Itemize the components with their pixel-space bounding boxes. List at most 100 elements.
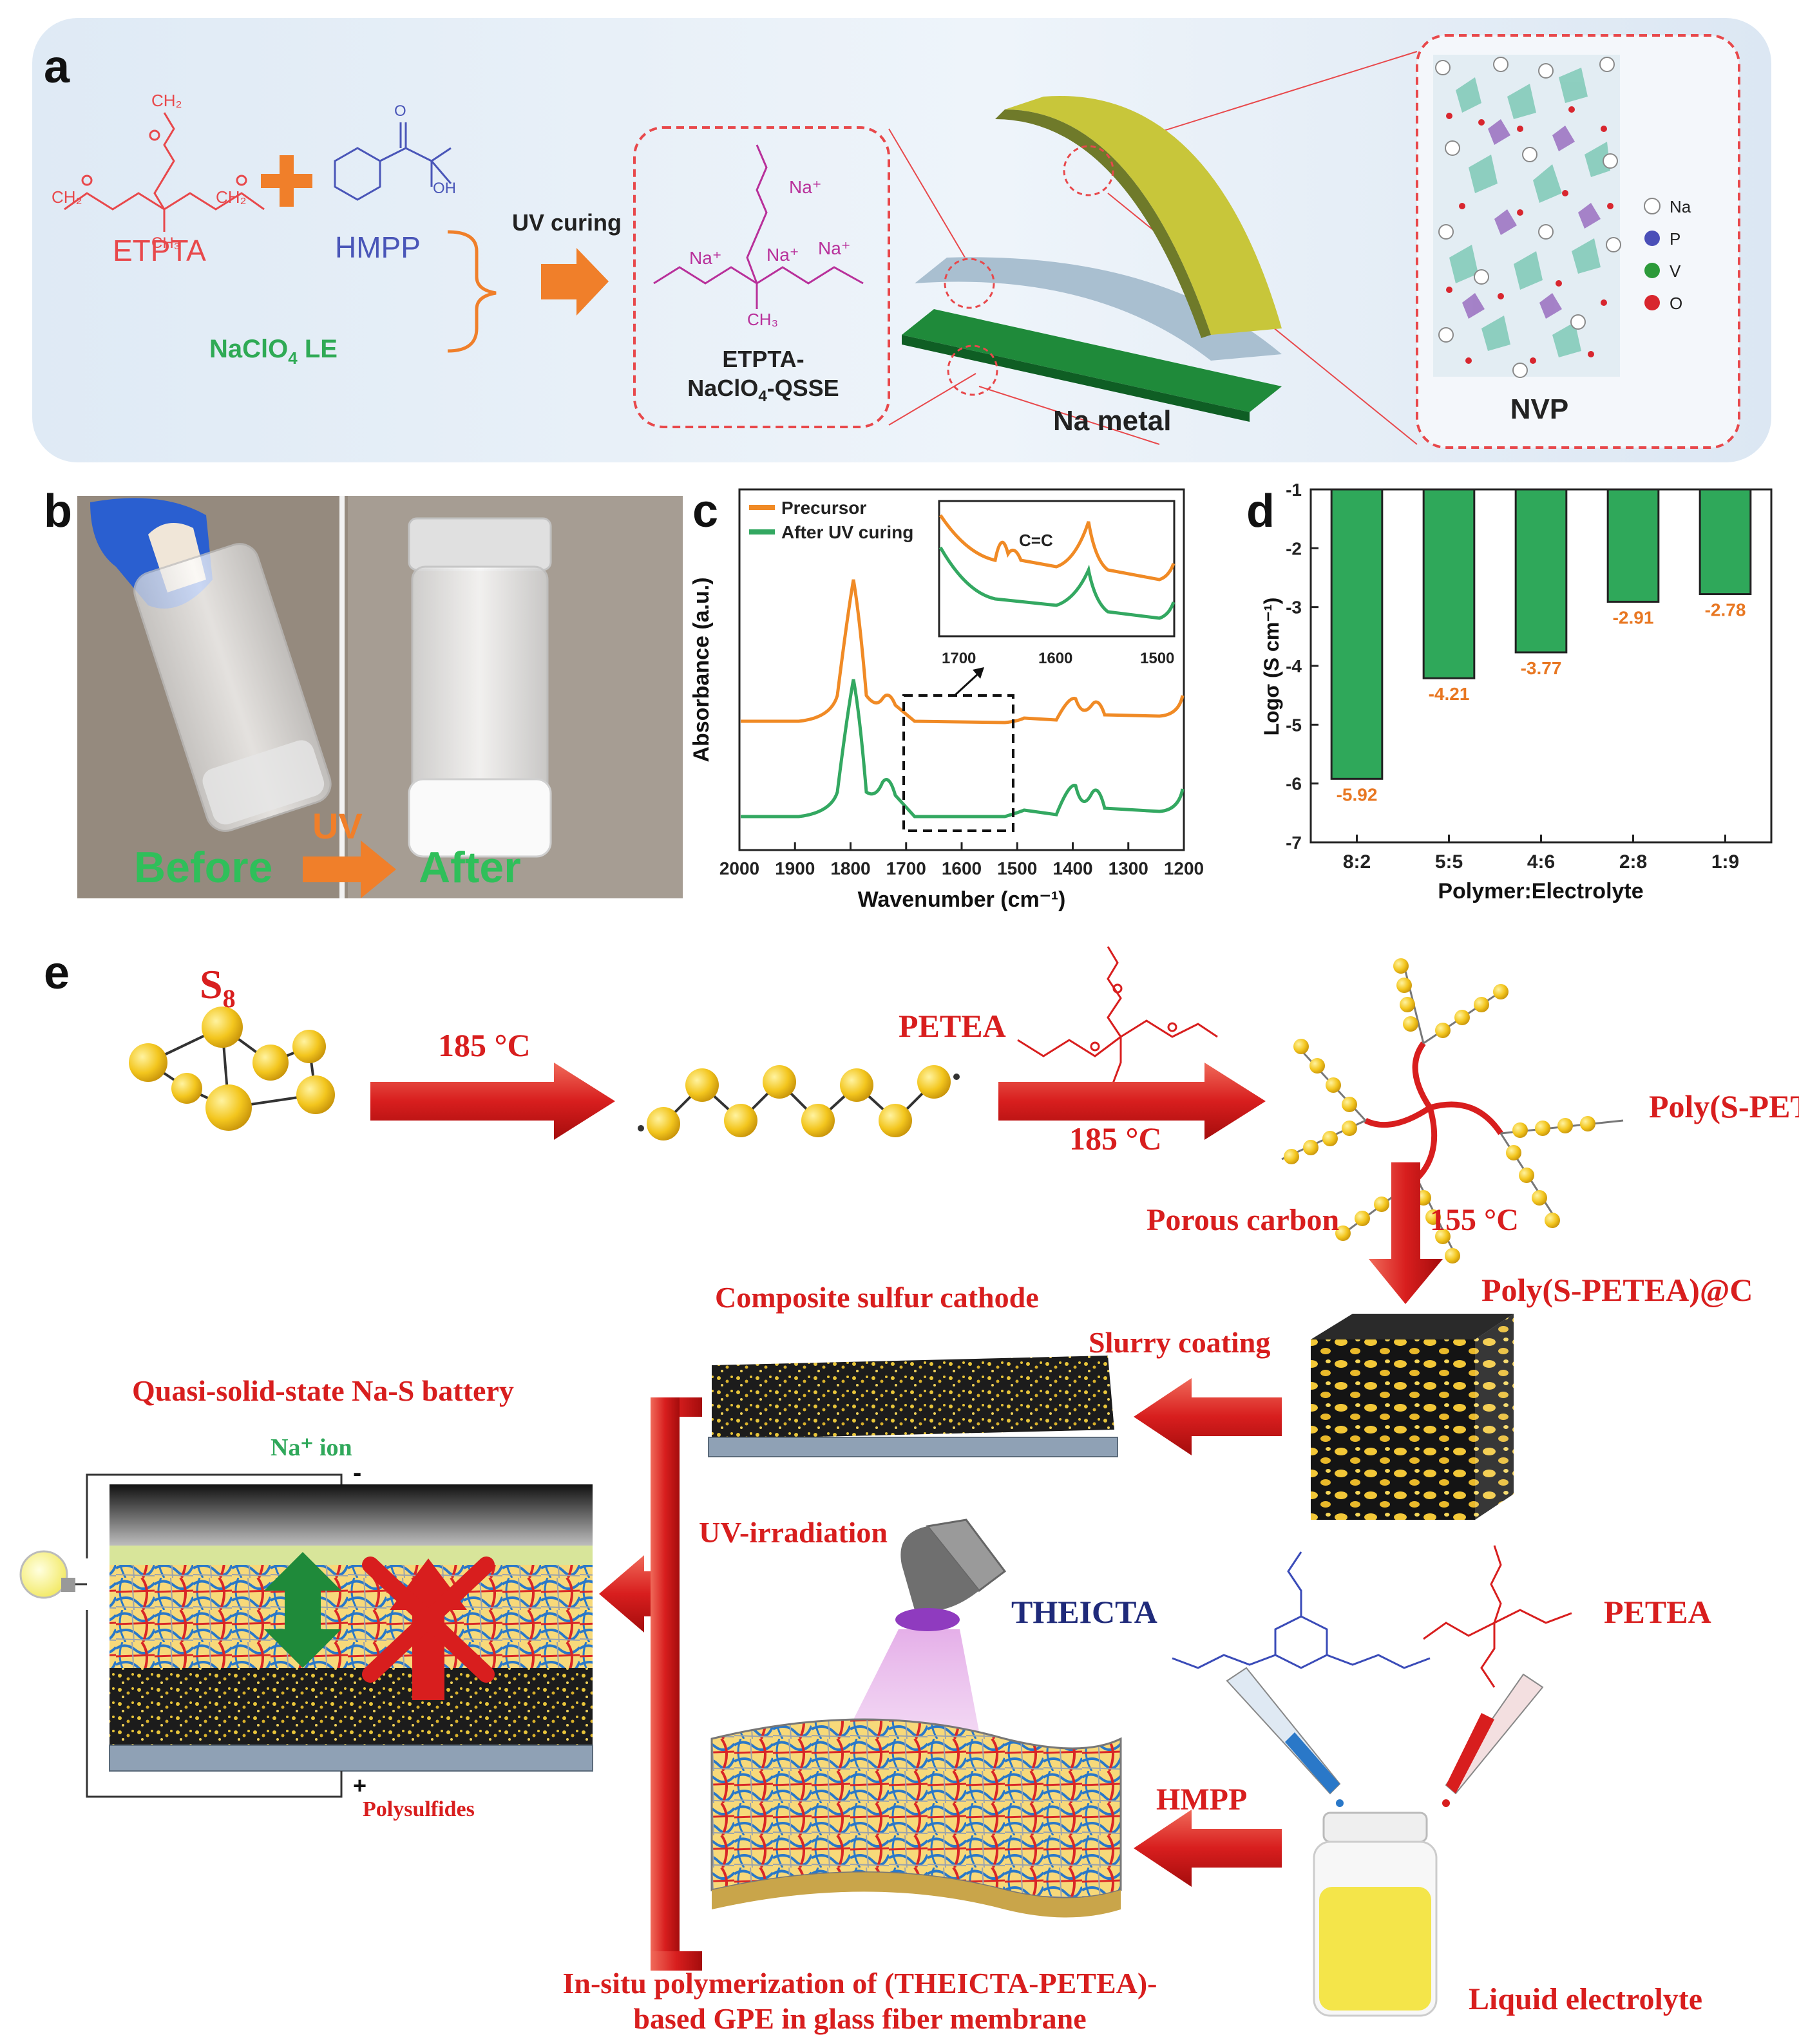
theicta-label: THEICTA [1011, 1594, 1157, 1630]
battery-cell-icon [109, 1484, 593, 1772]
bulb-base [61, 1578, 75, 1592]
legend-after: After UV curing [781, 522, 913, 542]
spectrum-x-tick-label: 1500 [997, 858, 1037, 878]
spectrum-x-tick-label: 1400 [1052, 858, 1092, 878]
na-metal-label: Na metal [1053, 405, 1171, 437]
sulfur-chain-icon [638, 1065, 960, 1140]
legend-o: O [1670, 294, 1682, 313]
uv-curing-arrow-icon [541, 248, 609, 316]
bracket-arrow-icon [599, 1397, 702, 1971]
porous-carbon-label: Porous carbon [1147, 1203, 1339, 1237]
na-ion-label: Na⁺ ion [271, 1434, 352, 1461]
spectrum-precursor [741, 579, 1185, 724]
bar-chart-x-tick-label: 2:8 [1619, 851, 1647, 873]
gpe-membrane-icon [710, 1718, 1122, 1918]
petea-top-label: PETEA [899, 1008, 1006, 1044]
spectrum-y-label: Absorbance (a.u.) [689, 577, 714, 762]
plus-icon [261, 155, 312, 207]
petea-bottom-label: PETEA [1604, 1594, 1711, 1630]
etpta-label: ETPTA [113, 234, 206, 267]
etpta-structure [64, 112, 265, 232]
hmpp-label: HMPP [335, 231, 421, 264]
pipette-blue-icon [1226, 1667, 1344, 1807]
qsse-structure [653, 144, 864, 309]
plus-terminal-label: + [353, 1772, 366, 1799]
bar-chart-x-tick-label: 4:6 [1527, 851, 1555, 873]
legend-v: V [1670, 261, 1681, 281]
panel-b-letter: b [44, 486, 72, 537]
photo-divider [339, 496, 345, 898]
inset-tick-1700: 1700 [942, 650, 976, 667]
bar-chart-x-tick-label: 8:2 [1343, 851, 1371, 873]
s8-atoms [129, 1007, 335, 1131]
inset-precursor [938, 514, 1176, 582]
hmpp-bottom-label: HMPP [1156, 1783, 1247, 1817]
poly-s-petea-c-label: Poly(S-PETEA)@C [1481, 1272, 1753, 1308]
panel-d-letter: d [1246, 486, 1275, 537]
bar-1-9 [1699, 488, 1752, 596]
na-ion-arrow-icon [264, 1552, 341, 1668]
uv-label: UV [312, 806, 363, 846]
bar-2-8 [1606, 488, 1660, 603]
liquid-electrolyte-vial-icon [1313, 1812, 1438, 2017]
bar-chart-x-label: Polymer:Electrolyte [1438, 879, 1643, 904]
bar-chart-y-tick-label: -5 [1286, 715, 1302, 735]
theicta-structure [1172, 1551, 1431, 1669]
panel-a-background [32, 18, 1771, 462]
quasi-solid-battery-label: Quasi-solid-state Na-S battery [132, 1374, 514, 1407]
before-label: Before [134, 843, 272, 892]
etpta-ch3: CH₃ [151, 234, 180, 252]
after-label: After [419, 843, 521, 892]
panel-a-letter: a [44, 41, 70, 93]
bar-chart-x-tick-label: 5:5 [1435, 851, 1463, 873]
arrow-petea-icon [998, 1063, 1266, 1140]
bar-data-label: -5.92 [1337, 784, 1378, 804]
etpta-ch2-right: CH₂ [216, 187, 247, 207]
panel-b: b Before UV After [44, 486, 683, 898]
temp-185-label-2: 185 °C [1069, 1121, 1162, 1157]
insitu-caption-line1: In-situ polymerization of (THEICTA-PETEA… [563, 1967, 1157, 2000]
bar-data-label: -3.77 [1521, 658, 1562, 678]
qsse-ch3: CH₃ [747, 310, 778, 329]
inset-after-uv [938, 546, 1176, 620]
panel-e-letter: e [44, 947, 70, 999]
blocked-polysulfide-icon [362, 1557, 495, 1700]
bar-chart-x-tick-label: 1:9 [1711, 851, 1739, 873]
naclo4-le-label: NaClO4 LE [209, 335, 338, 368]
bar-chart-y-tick-label: -7 [1286, 833, 1302, 853]
panel-d: d -1-2-3-4-5-6-7-5.928:2-4.215:5-3.774:6… [1246, 480, 1773, 904]
bar-data-label: -2.78 [1705, 600, 1746, 620]
cathode-zoom-circle [1063, 145, 1114, 196]
panel-a: a CH₂ CH₂ CH₂ CH₃ ETPTA O OH HMPP NaClO4 [32, 18, 1771, 462]
electrolyte-zoom-circle [944, 258, 995, 309]
poly-s-petea-icon [1281, 958, 1624, 1263]
composite-cathode-label: Composite sulfur cathode [715, 1281, 1039, 1314]
arrow-155-icon [1369, 1162, 1443, 1304]
legend-v-icon [1644, 263, 1660, 278]
inset-frame [938, 500, 1176, 638]
spectrum-x-tick-label: 1300 [1109, 858, 1148, 878]
bar-chart-y-tick-label: -3 [1286, 598, 1302, 618]
bar-8-2 [1330, 488, 1384, 780]
uv-curing-label: UV curing [512, 209, 622, 236]
spectrum-x-tick-label: 2000 [719, 858, 759, 878]
hmpp-structure [334, 122, 452, 201]
highlight-dashed-box [902, 694, 1014, 832]
minus-terminal-label: - [353, 1459, 361, 1487]
liquid-electrolyte-label: Liquid electrolyte [1469, 1982, 1702, 2016]
qsse-na-ion-1: Na⁺ [789, 177, 822, 197]
bar-chart-y-tick-label: -1 [1286, 480, 1302, 500]
vial-before-icon [133, 543, 332, 832]
spectrum-x-label: Wavenumber (cm⁻¹) [858, 887, 1066, 912]
inset-tick-1600: 1600 [1038, 650, 1072, 667]
bar-chart-plot: -1-2-3-4-5-6-7-5.928:2-4.215:5-3.774:6-2… [1286, 480, 1752, 873]
panel-c-letter: c [692, 486, 718, 537]
etpta-ch2-left: CH₂ [52, 187, 82, 207]
arrow-slurry-icon [1134, 1378, 1282, 1455]
polysulfides-label: Polysulfides [363, 1797, 475, 1821]
etpta-ch2-top: CH₂ [151, 91, 182, 110]
panel-e: e S8 185 °C PETEA [19, 946, 1799, 2035]
inset-cc-label: C=C [1019, 531, 1053, 550]
